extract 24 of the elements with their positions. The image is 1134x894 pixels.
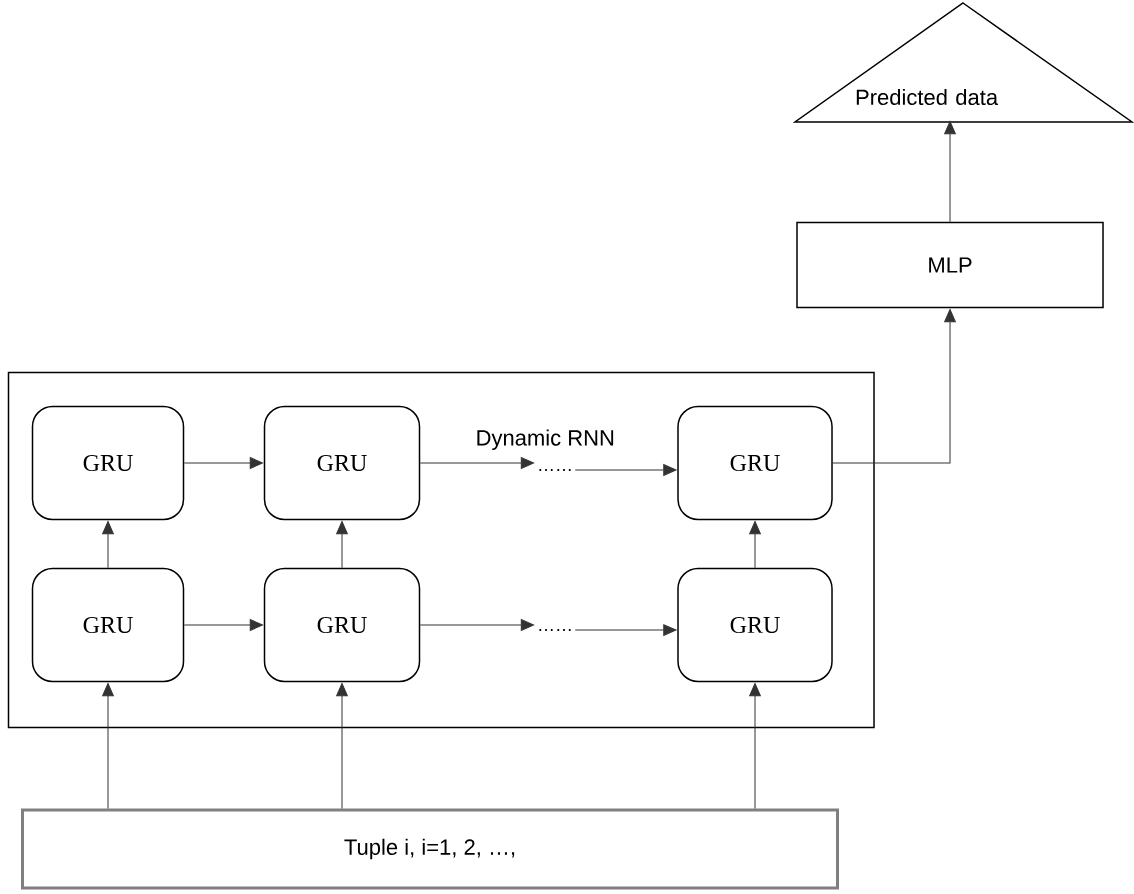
gru-box: GRU: [31, 567, 185, 683]
ellipsis-text: ……: [539, 469, 571, 471]
gru-box: GRU: [263, 405, 421, 521]
arrow: [183, 457, 263, 469]
arrow: [419, 619, 535, 631]
ellipsis-text: ……: [539, 629, 571, 631]
gru-box: GRU: [31, 405, 185, 521]
gru-box: GRU: [677, 405, 833, 521]
arrow: [336, 683, 348, 809]
arrow: [574, 624, 677, 636]
arrow: [419, 457, 535, 469]
arrow: [749, 521, 761, 569]
arrow: [944, 120, 956, 223]
arrow: [102, 521, 114, 569]
process-box: MLP: [796, 221, 1104, 309]
arrow: [102, 683, 114, 809]
gru-box: GRU: [677, 567, 833, 683]
arrow: [574, 464, 677, 476]
arrow: [749, 683, 761, 809]
arrow: [183, 619, 263, 631]
input-box: Tuple i, i=1, 2, …,: [21, 808, 839, 890]
gru-box: GRU: [263, 567, 421, 683]
arrow: [832, 309, 956, 464]
arrow: [336, 521, 348, 569]
